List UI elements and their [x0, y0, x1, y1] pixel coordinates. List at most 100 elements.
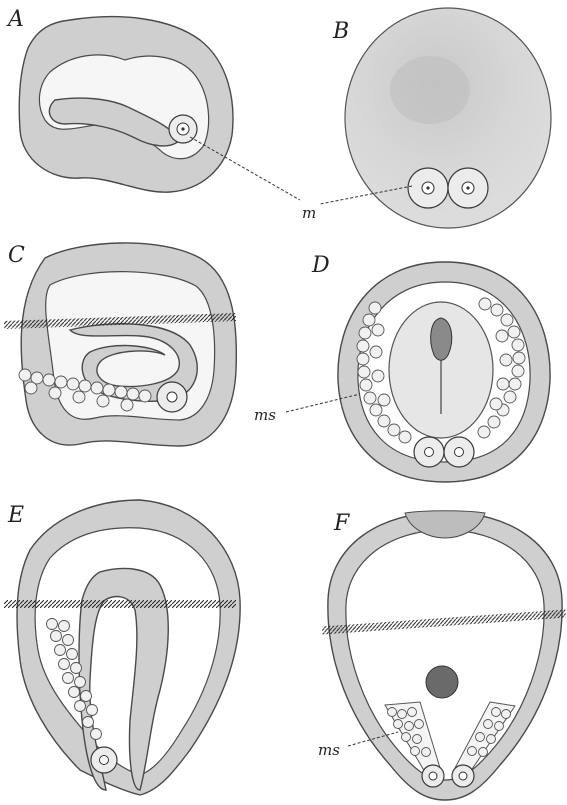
panel-d-meso-cell	[513, 352, 525, 364]
panel-d-meso-cell	[488, 416, 500, 428]
panel-f-nucleus-right	[459, 772, 467, 780]
panel-d-meso-cell	[369, 302, 381, 314]
panel-f-meso-cell	[408, 708, 417, 717]
panel-d-meso-cell	[370, 346, 382, 358]
panel-d-meso-cell	[388, 424, 400, 436]
panel-d-stomodaeum	[431, 318, 452, 360]
panel-e-meso-cell	[51, 631, 62, 642]
panel-d-meso-cell	[370, 404, 382, 416]
panel-b-letter: B	[332, 19, 349, 44]
panel-a-letter: A	[6, 7, 24, 32]
panel-f-meso-cell	[405, 722, 414, 731]
panel-e-meso-cell	[67, 649, 78, 660]
panel-d-meso-cell	[508, 326, 520, 338]
panel-c-meso-cell	[103, 384, 115, 396]
panel-d-meso-cell	[372, 370, 384, 382]
panel-d-meso-cell	[501, 314, 513, 326]
panel-d-meso-cell	[478, 426, 490, 438]
panel-c-meso-cell	[139, 390, 151, 402]
panel-d-meso-cell	[491, 304, 503, 316]
callout-ms-d-label: ms	[254, 406, 276, 424]
panel-c-meso-cell	[43, 374, 55, 386]
panel-e-meso-cell	[63, 635, 74, 646]
panel-d-meso-cell	[364, 392, 376, 404]
panel-c-meso-cell	[79, 380, 91, 392]
panel-f-meso-cell	[402, 733, 411, 742]
panel-c-meso-cell	[49, 387, 61, 399]
panel-c-meso-cell	[91, 382, 103, 394]
panel-d-meso-cell	[378, 415, 390, 427]
panel-b: B	[332, 8, 551, 228]
panel-d-letter: D	[311, 253, 330, 278]
panel-d-meso-cell	[497, 378, 509, 390]
panel-d-meso-cell	[358, 366, 370, 378]
panel-e: E	[4, 500, 240, 795]
panel-f-meso-cell	[468, 747, 477, 756]
panel-f-meso-cell	[502, 710, 511, 719]
panel-f-meso-cell	[422, 748, 431, 757]
panel-f-meso-cell	[476, 733, 485, 742]
panel-d-meso-cell	[479, 298, 491, 310]
panel-c: C	[4, 243, 236, 446]
panel-d-meso-cell	[509, 378, 521, 390]
panel-e-meso-cell	[91, 729, 102, 740]
panel-d-meso-cell	[496, 330, 508, 342]
panel-c-meso-cell	[67, 378, 79, 390]
panel-c-letter: C	[8, 243, 25, 268]
panel-e-meso-cell	[75, 701, 86, 712]
panel-c-meso-cell	[25, 382, 37, 394]
callout-ms-f-label: ms	[318, 741, 340, 759]
panel-d-meso-cell	[357, 353, 369, 365]
panel-e-meso-cell	[81, 691, 92, 702]
panel-f-meso-cell	[411, 747, 420, 756]
panel-d-meso-cell	[372, 324, 384, 336]
panel-f-meso-cell	[495, 722, 504, 731]
panel-e-meso-cell	[71, 663, 82, 674]
panel-c-meso-cell	[55, 376, 67, 388]
panel-f-meso-cell	[413, 735, 422, 744]
panel-b-granular-zone	[390, 56, 470, 124]
panel-f-meso-cell	[415, 720, 424, 729]
panel-d-meso-cell	[512, 365, 524, 377]
panel-c-meso-cell	[127, 388, 139, 400]
panel-e-meso-cell	[47, 619, 58, 630]
callout-m-label: m	[302, 204, 316, 222]
panel-d-meso-cell	[512, 339, 524, 351]
panel-f-meso-cell	[388, 708, 397, 717]
panel-e-nucleus	[100, 756, 109, 765]
panel-e-ciliated-band	[4, 600, 236, 608]
panel-c-meso-cell	[19, 369, 31, 381]
panel-e-meso-cell	[59, 621, 70, 632]
panel-d-meso-cell	[399, 431, 411, 443]
panel-f-nucleus-left	[429, 772, 437, 780]
panel-e-meso-cell	[83, 717, 94, 728]
panel-d-meso-cell	[378, 394, 390, 406]
panel-e-meso-cell	[63, 673, 74, 684]
panel-f-meso-cell	[394, 720, 403, 729]
panel-e-meso-cell	[59, 659, 70, 670]
panel-d-nucleus-right	[455, 448, 464, 457]
panel-e-letter: E	[7, 503, 24, 528]
panel-d-meso-cell	[504, 391, 516, 403]
panel-a-nucleolus	[181, 127, 184, 130]
panel-c-meso-cell	[121, 399, 133, 411]
panel-d-meso-cell	[500, 354, 512, 366]
panel-f-meso-cell	[398, 710, 407, 719]
panel-f-meso-cell	[484, 720, 493, 729]
panel-d-nucleus-left	[425, 448, 434, 457]
panel-f-letter: F	[333, 511, 350, 536]
panel-d-meso-cell	[490, 398, 502, 410]
panel-c-meso-cell	[115, 386, 127, 398]
panel-f-meso-cell	[479, 748, 488, 757]
panel-f-meso-cell	[492, 708, 501, 717]
panel-b-nucleolus-right	[466, 186, 469, 189]
panel-e-meso-cell	[55, 645, 66, 656]
panel-a: A	[6, 7, 233, 192]
panel-d-meso-cell	[360, 379, 372, 391]
panel-c-meso-cell	[97, 395, 109, 407]
panel-e-meso-cell	[87, 705, 98, 716]
panel-b-nucleolus-left	[426, 186, 429, 189]
panel-d: D	[311, 253, 550, 482]
panel-e-meso-cell	[75, 677, 86, 688]
panel-d-meso-cell	[359, 327, 371, 339]
